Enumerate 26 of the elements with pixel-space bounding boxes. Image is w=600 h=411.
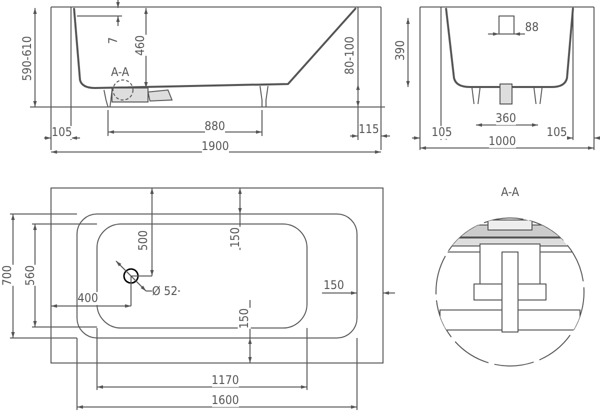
dimension-label: 7 — [106, 36, 120, 44]
dimension-label: 590-610 — [20, 35, 34, 81]
dimension-label: 400 — [78, 292, 98, 304]
section-label: A-A — [111, 66, 130, 78]
section-label: A-A — [501, 186, 520, 198]
dimension-label: 1170 — [212, 374, 239, 386]
dimension-label: Ø 52 — [152, 284, 178, 298]
dimension-label: 105 — [52, 126, 72, 138]
dimension-label: 560 — [23, 264, 36, 286]
dimension-label: 1000 — [488, 134, 516, 148]
dimension-label: 360 — [496, 112, 516, 124]
dimension-label: 460 — [133, 34, 146, 56]
dimension-label: 150 — [228, 226, 242, 248]
dimension-label: 88 — [525, 20, 539, 34]
dimension-label: 1600 — [212, 394, 239, 406]
dimension-label: 880 — [204, 120, 226, 132]
dimension-label: 105 — [432, 126, 452, 138]
dimension-label: 700 — [0, 264, 14, 286]
dimension-label: 150 — [324, 278, 344, 292]
dimension-label: 150 — [237, 308, 250, 328]
dimension-label: 105 — [546, 126, 568, 138]
dimension-label: 115 — [358, 122, 380, 136]
dimension-label: 500 — [136, 230, 150, 250]
dimension-label: 1900 — [202, 140, 229, 152]
dimension-label: 390 — [393, 40, 406, 60]
dimension-label: 80-100 — [344, 36, 357, 74]
